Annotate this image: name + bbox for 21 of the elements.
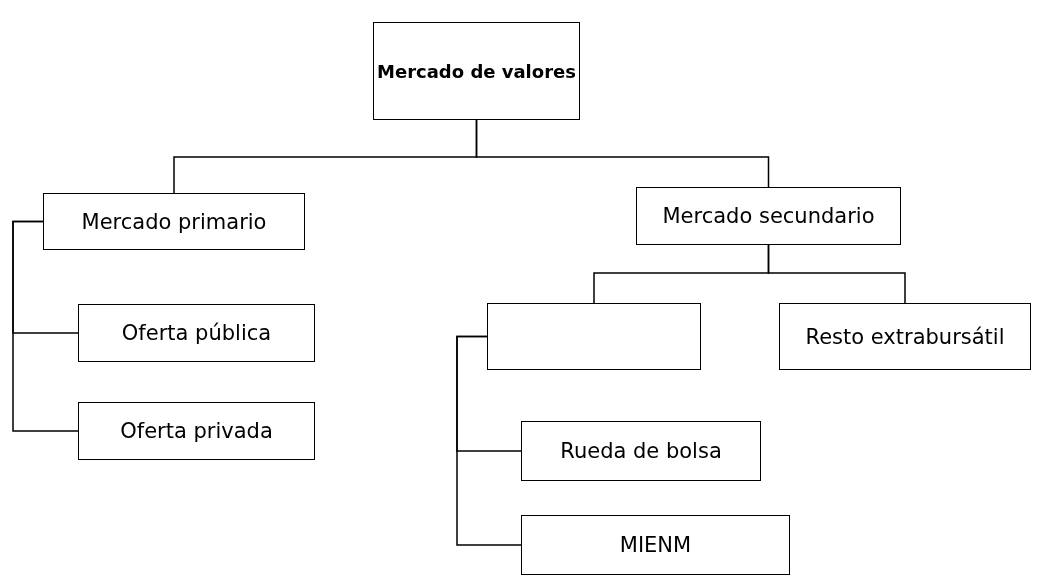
connector-line [456, 335, 522, 546]
box-label: Mercado secundario [662, 204, 875, 228]
process-box [779, 303, 1031, 370]
process-box [373, 22, 580, 120]
process-box [636, 187, 901, 245]
box-label: Oferta pública [121, 321, 272, 345]
box-label: Oferta privada [120, 419, 273, 443]
box-label: Resto extrabursátil [805, 324, 1005, 349]
box-label: Mercado de valores [377, 60, 576, 82]
connector-line [475, 119, 770, 188]
box-label: Mercado primario [81, 209, 267, 234]
empty-box [487, 303, 701, 370]
connector-line [767, 244, 906, 304]
process-box [521, 421, 761, 481]
process-box [43, 193, 305, 250]
box-label: Rueda de bolsa [560, 439, 722, 463]
connector-line [12, 220, 79, 432]
process-box [521, 515, 790, 575]
process-box [78, 402, 315, 460]
process-box [78, 304, 315, 362]
box-label: MIENM [619, 533, 692, 557]
